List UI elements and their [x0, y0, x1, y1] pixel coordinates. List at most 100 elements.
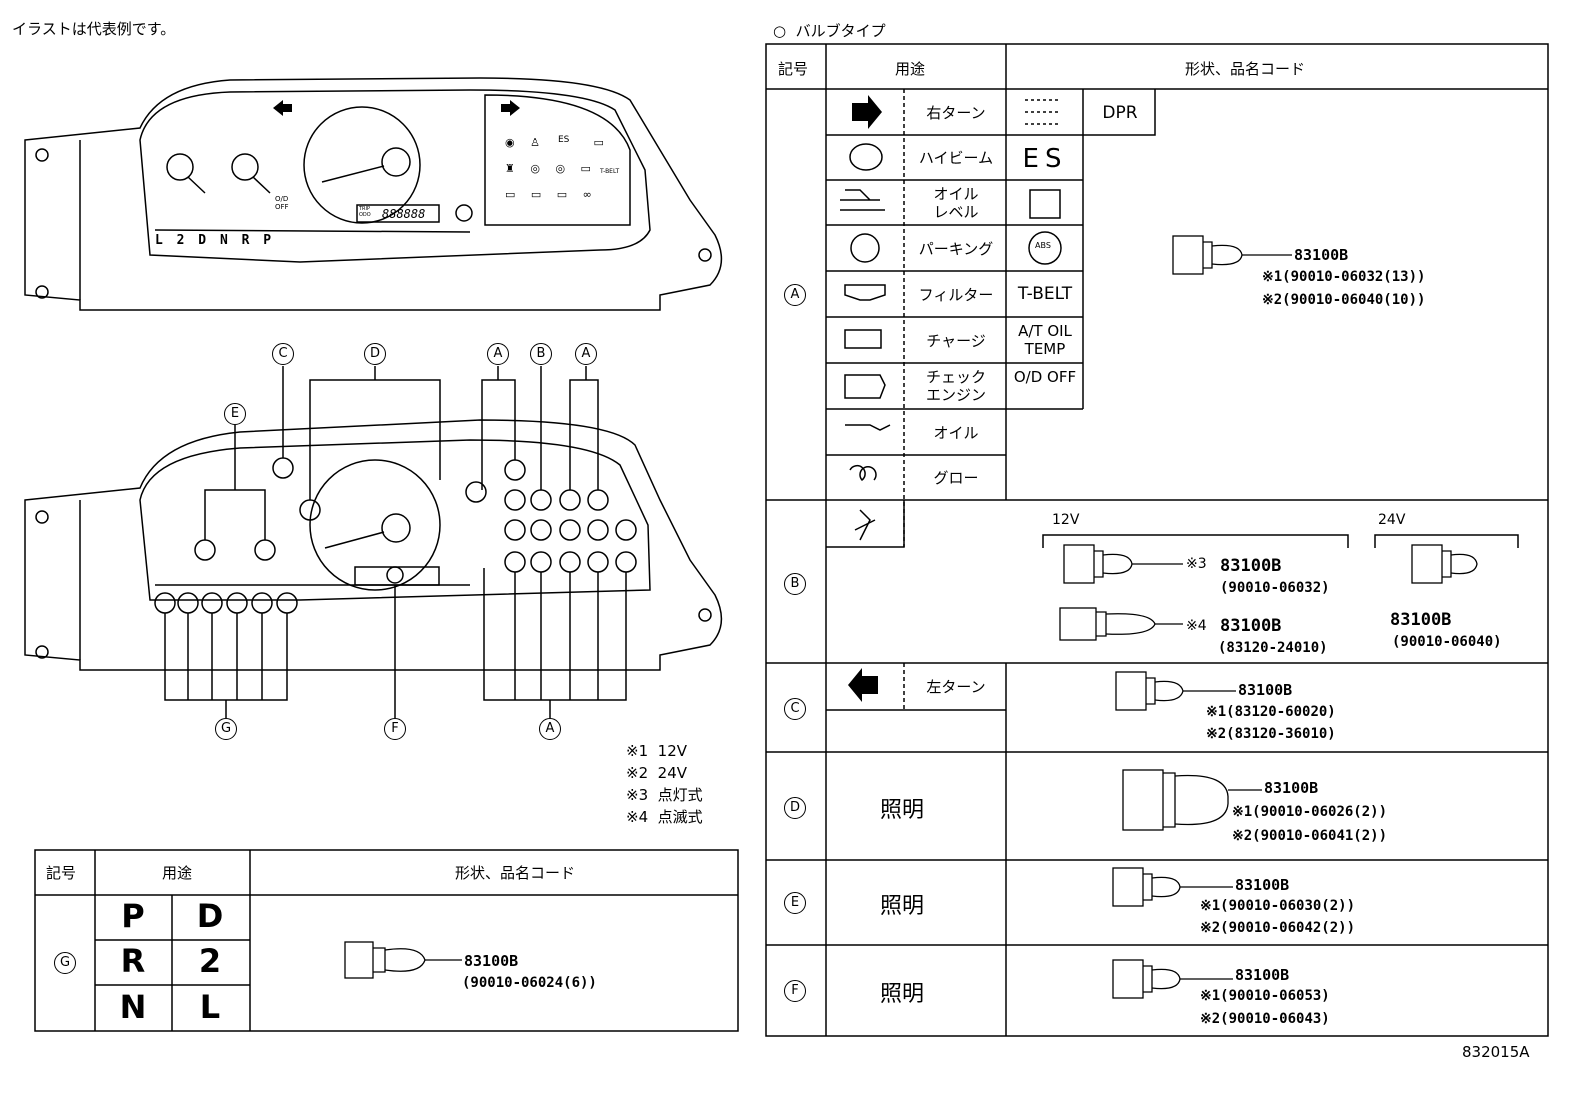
- b-part-a: 83100B: [1220, 556, 1282, 576]
- note-mark: ※4: [626, 808, 649, 826]
- gear-r: R: [120, 942, 146, 980]
- fuel-filter-icon: [844, 284, 886, 301]
- label-left-turn: 左ターン: [926, 678, 986, 696]
- callout-a-bottom: A: [539, 718, 561, 740]
- dpr-icon: [1025, 99, 1060, 125]
- bulb-type-title-text: バルブタイプ: [795, 22, 886, 40]
- table-code-header: 形状、品名コード: [1185, 60, 1306, 78]
- symbol-b: B: [784, 573, 806, 595]
- odometer-display: 888888: [382, 207, 426, 221]
- gear-d: D: [196, 897, 224, 935]
- label-oil: オイル: [933, 424, 979, 442]
- e-code-24v: ※2(90010-06042(2)): [1200, 920, 1356, 936]
- g-table-symbol-header: 記号: [46, 864, 77, 882]
- abs-icon: [1028, 231, 1062, 265]
- symbol-c: C: [784, 698, 806, 720]
- label-parking: パーキング: [918, 240, 994, 258]
- b-12v-label: 12V: [1052, 512, 1080, 528]
- a-code-12v: ※1(90010-06032(13)): [1262, 269, 1426, 285]
- g-table-grid: [34, 849, 739, 1032]
- b-mark-3: ※3: [1186, 556, 1207, 572]
- tbelt-label: T-BELT: [600, 168, 620, 175]
- label-at-oil-temp: A/T OIL TEMP: [1018, 322, 1072, 358]
- c-code-12v: ※1(83120-60020): [1206, 704, 1336, 720]
- f-code-12v: ※1(90010-06053): [1200, 988, 1330, 1004]
- d-use-illumination: 照明: [880, 798, 925, 823]
- oil-level-icon: [840, 189, 885, 211]
- gear-l: L: [199, 988, 221, 1026]
- od-off-label: O/D OFF: [275, 195, 289, 211]
- notes-list: ※1 12V ※2 24V ※3 点灯式 ※4 点滅式: [626, 740, 703, 828]
- f-code-24v: ※2(90010-06043): [1200, 1011, 1330, 1027]
- callout-f: F: [384, 718, 406, 740]
- g-table-code-header: 形状、品名コード: [455, 864, 576, 882]
- door-icon: [1029, 189, 1061, 219]
- d-part-number: 83100B: [1264, 779, 1319, 797]
- shift-indicator-label: L 2 D N R P: [155, 233, 275, 248]
- note-text: 点灯式: [657, 786, 703, 804]
- c-code-24v: ※2(83120-36010): [1206, 726, 1336, 742]
- symbol-a: A: [784, 284, 806, 306]
- note-mark: ※1: [626, 742, 649, 760]
- battery-charge-icon: [844, 329, 882, 349]
- warning-lamp-cluster: ◉ ♙ ▭♜ ◎ ◎ ▭▭ ▭ ▭ ∞: [505, 136, 610, 201]
- symbol-d: D: [784, 797, 806, 819]
- callout-b: B: [530, 343, 552, 365]
- note-text: 12V: [657, 742, 688, 760]
- symbol-g: G: [54, 952, 76, 974]
- b-part-b: 83100B: [1220, 616, 1282, 636]
- label-es: ES: [1022, 144, 1068, 174]
- label-right-turn: 右ターン: [926, 104, 986, 122]
- gear-n: N: [119, 988, 147, 1026]
- b-mark-4: ※4: [1186, 618, 1207, 634]
- note-mark: ※3: [626, 786, 649, 804]
- left-turn-arrow-icon: [848, 668, 878, 702]
- label-od-off: O/D OFF: [1013, 368, 1077, 386]
- d-code-12v: ※1(90010-06026(2)): [1232, 804, 1388, 820]
- label-dpr: DPR: [1102, 103, 1138, 123]
- note-text: 点滅式: [657, 808, 703, 826]
- callout-c: C: [272, 343, 294, 365]
- a-part-number: 83100B: [1294, 246, 1349, 264]
- symbol-e: E: [784, 892, 806, 914]
- a-code-24v: ※2(90010-06040(10)): [1262, 292, 1426, 308]
- callout-a-left: A: [487, 343, 509, 365]
- label-check-engine: チェック エンジン: [925, 368, 986, 404]
- bulb-type-title: ○ バルブタイプ: [773, 22, 886, 40]
- es-label: ES: [558, 135, 570, 145]
- b-24v-label: 24V: [1378, 512, 1406, 528]
- right-turn-arrow-icon: [852, 95, 882, 129]
- trip-odo-label: TRIP ODO: [359, 206, 371, 218]
- e-use-illumination: 照明: [880, 894, 925, 919]
- right-turn-icon: [501, 100, 520, 116]
- parking-brake-icon: [850, 233, 880, 263]
- b-code-a: (90010-06032): [1220, 580, 1330, 596]
- symbol-f: F: [784, 980, 806, 1002]
- note-text: 24V: [657, 764, 688, 782]
- seatbelt-icon: [854, 509, 876, 541]
- table-symbol-header: 記号: [778, 60, 809, 78]
- gear-2: 2: [198, 942, 222, 980]
- glow-plug-icon: [849, 464, 877, 482]
- label-tbelt: T-BELT: [1017, 284, 1073, 304]
- callout-g: G: [215, 718, 237, 740]
- table-use-header: 用途: [895, 60, 926, 78]
- left-turn-icon: [273, 100, 292, 116]
- figure-code: 832015A: [1462, 1043, 1530, 1061]
- label-high-beam: ハイビーム: [918, 149, 994, 167]
- gear-p: P: [121, 897, 145, 935]
- high-beam-icon: [849, 143, 883, 171]
- g-part-number: 83100B: [464, 952, 519, 970]
- label-filter: フィルター: [918, 286, 994, 304]
- abs-text: ABS: [1035, 241, 1051, 250]
- callout-d: D: [364, 343, 386, 365]
- illustration-note: イラストは代表例です。: [12, 20, 176, 38]
- b-code-b: (83120-24010): [1218, 640, 1328, 656]
- label-charge: チャージ: [926, 332, 986, 350]
- note-mark: ※2: [626, 764, 649, 782]
- b-code-c: (90010-06040): [1392, 634, 1502, 650]
- g-part-code: (90010-06024(6)): [462, 975, 597, 991]
- cluster-diagram: [24, 77, 723, 718]
- e-part-number: 83100B: [1235, 876, 1290, 894]
